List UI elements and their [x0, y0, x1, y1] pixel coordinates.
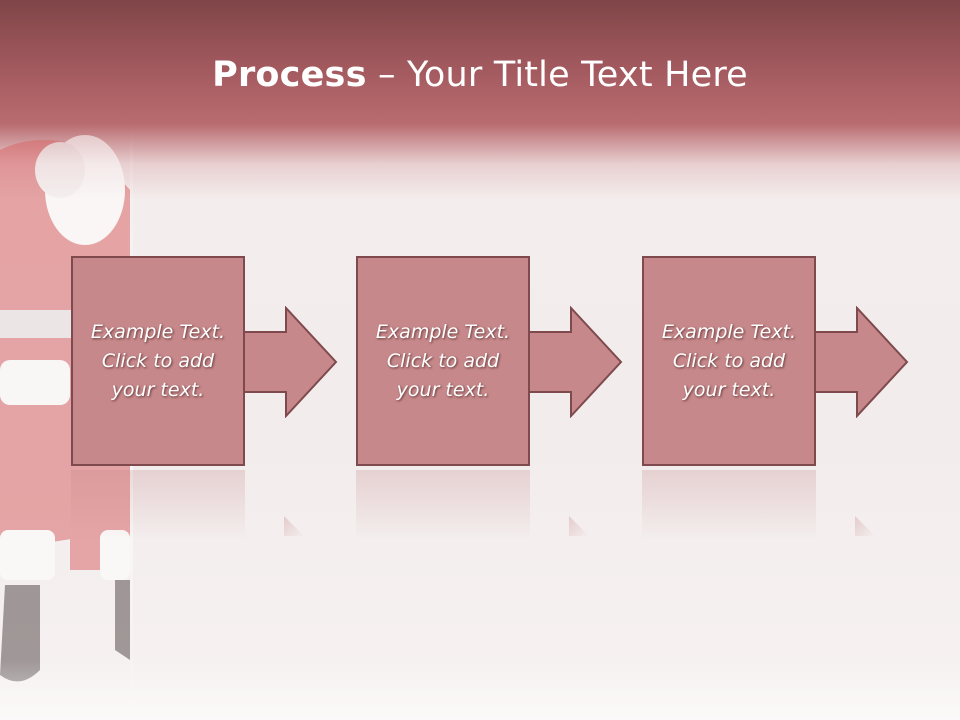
step-text: Example Text. Click to add your text. — [661, 320, 797, 401]
arrow-reflection — [284, 516, 304, 536]
title-bold: Process — [212, 55, 367, 95]
process-step-1[interactable]: Example Text. Click to add your text. — [71, 256, 245, 466]
arrow-reflection — [855, 516, 875, 536]
slide-title[interactable]: Process – Your Title Text Here — [0, 52, 960, 98]
step-reflection — [356, 470, 530, 540]
title-band — [0, 0, 960, 200]
arrow-reflection — [569, 516, 589, 536]
bottom-fade — [0, 660, 960, 720]
process-step-3[interactable]: Example Text. Click to add your text. — [642, 256, 816, 466]
step-text: Example Text. Click to add your text. — [375, 320, 511, 401]
arrow-right-icon[interactable] — [240, 306, 338, 418]
process-step-2[interactable]: Example Text. Click to add your text. — [356, 256, 530, 466]
step-reflection — [642, 470, 816, 540]
title-rest: – Your Title Text Here — [366, 55, 748, 95]
arrow-right-icon[interactable] — [525, 306, 623, 418]
step-reflection — [71, 470, 245, 540]
santa-image — [0, 135, 130, 682]
step-text: Example Text. Click to add your text. — [90, 320, 226, 401]
arrow-right-icon[interactable] — [811, 306, 909, 418]
